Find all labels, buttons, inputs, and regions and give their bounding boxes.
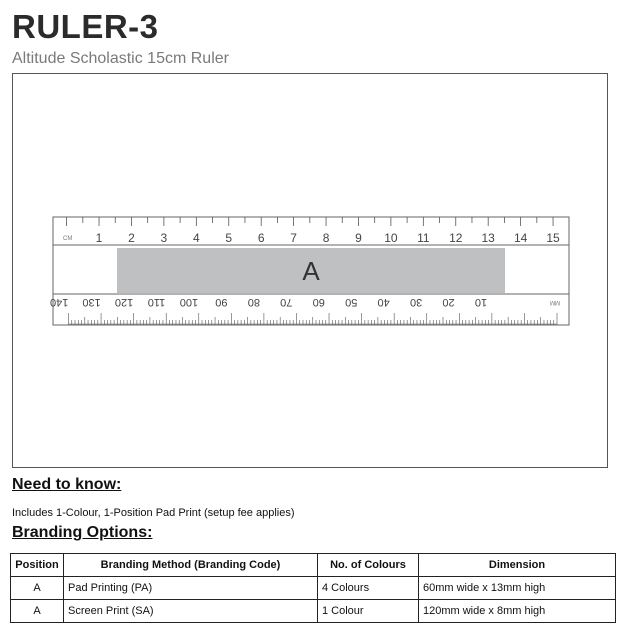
branding-options-heading: Branding Options: [12,524,153,541]
cell-dimension: 120mm wide x 8mm high [418,599,616,623]
mm-label: 110 [148,296,166,308]
branding-options-table: Position Branding Method (Branding Code)… [10,553,616,623]
cm-label: 15 [546,231,560,245]
cell-method: Screen Print (SA) [63,599,318,623]
mm-unit-label: MM [550,299,560,305]
cm-unit-label: CM [63,236,72,242]
mm-label: 70 [280,296,292,308]
cm-label: 9 [355,231,362,245]
cm-label: 10 [384,231,398,245]
table-row: A Pad Printing (PA) 4 Colours 60mm wide … [10,576,616,600]
product-subtitle: Altitude Scholastic 15cm Ruler [12,50,229,67]
mm-label: 80 [248,296,260,308]
cm-label: 14 [514,231,528,245]
cm-label: 2 [128,231,135,245]
mm-label: 130 [82,296,100,308]
cm-label: 12 [449,231,463,245]
mm-label: 30 [410,296,422,308]
cell-position: A [10,599,64,623]
cell-position: A [10,576,64,600]
product-title: RULER-3 [12,8,159,45]
table-row: A Screen Print (SA) 1 Colour 120mm wide … [10,599,616,623]
cm-label: 11 [417,231,430,245]
mm-label: 100 [180,296,198,308]
cm-label: 3 [161,231,168,245]
cell-colours: 4 Colours [317,576,419,600]
cm-label: 4 [193,231,200,245]
cell-colours: 1 Colour [317,599,419,623]
mm-label: 60 [313,296,325,308]
column-header: Branding Method (Branding Code) [63,553,318,577]
column-header: Dimension [418,553,616,577]
cell-method: Pad Printing (PA) [63,576,318,600]
product-image-frame [12,73,608,468]
column-header: Position [10,553,64,577]
mm-label: 20 [442,296,454,308]
need-to-know-heading: Need to know: [12,476,122,493]
cm-label: 5 [225,231,232,245]
mm-label: 120 [115,296,133,308]
mm-label: 10 [475,296,487,308]
mm-label: 140 [50,296,68,308]
mm-label: 40 [378,296,390,308]
table-header-row: Position Branding Method (Branding Code)… [10,553,616,577]
print-area [117,248,505,293]
cm-label: 13 [482,231,496,245]
column-header: No. of Colours [317,553,419,577]
cell-dimension: 60mm wide x 13mm high [418,576,616,600]
cm-label: 8 [323,231,330,245]
mm-label: 50 [345,296,357,308]
cm-label: 6 [258,231,265,245]
cm-label: 1 [96,231,103,245]
print-area-label: A [302,256,320,286]
mm-label: 90 [215,296,227,308]
need-to-know-text: Includes 1-Colour, 1-Position Pad Print … [12,507,295,519]
cm-label: 7 [290,231,297,245]
